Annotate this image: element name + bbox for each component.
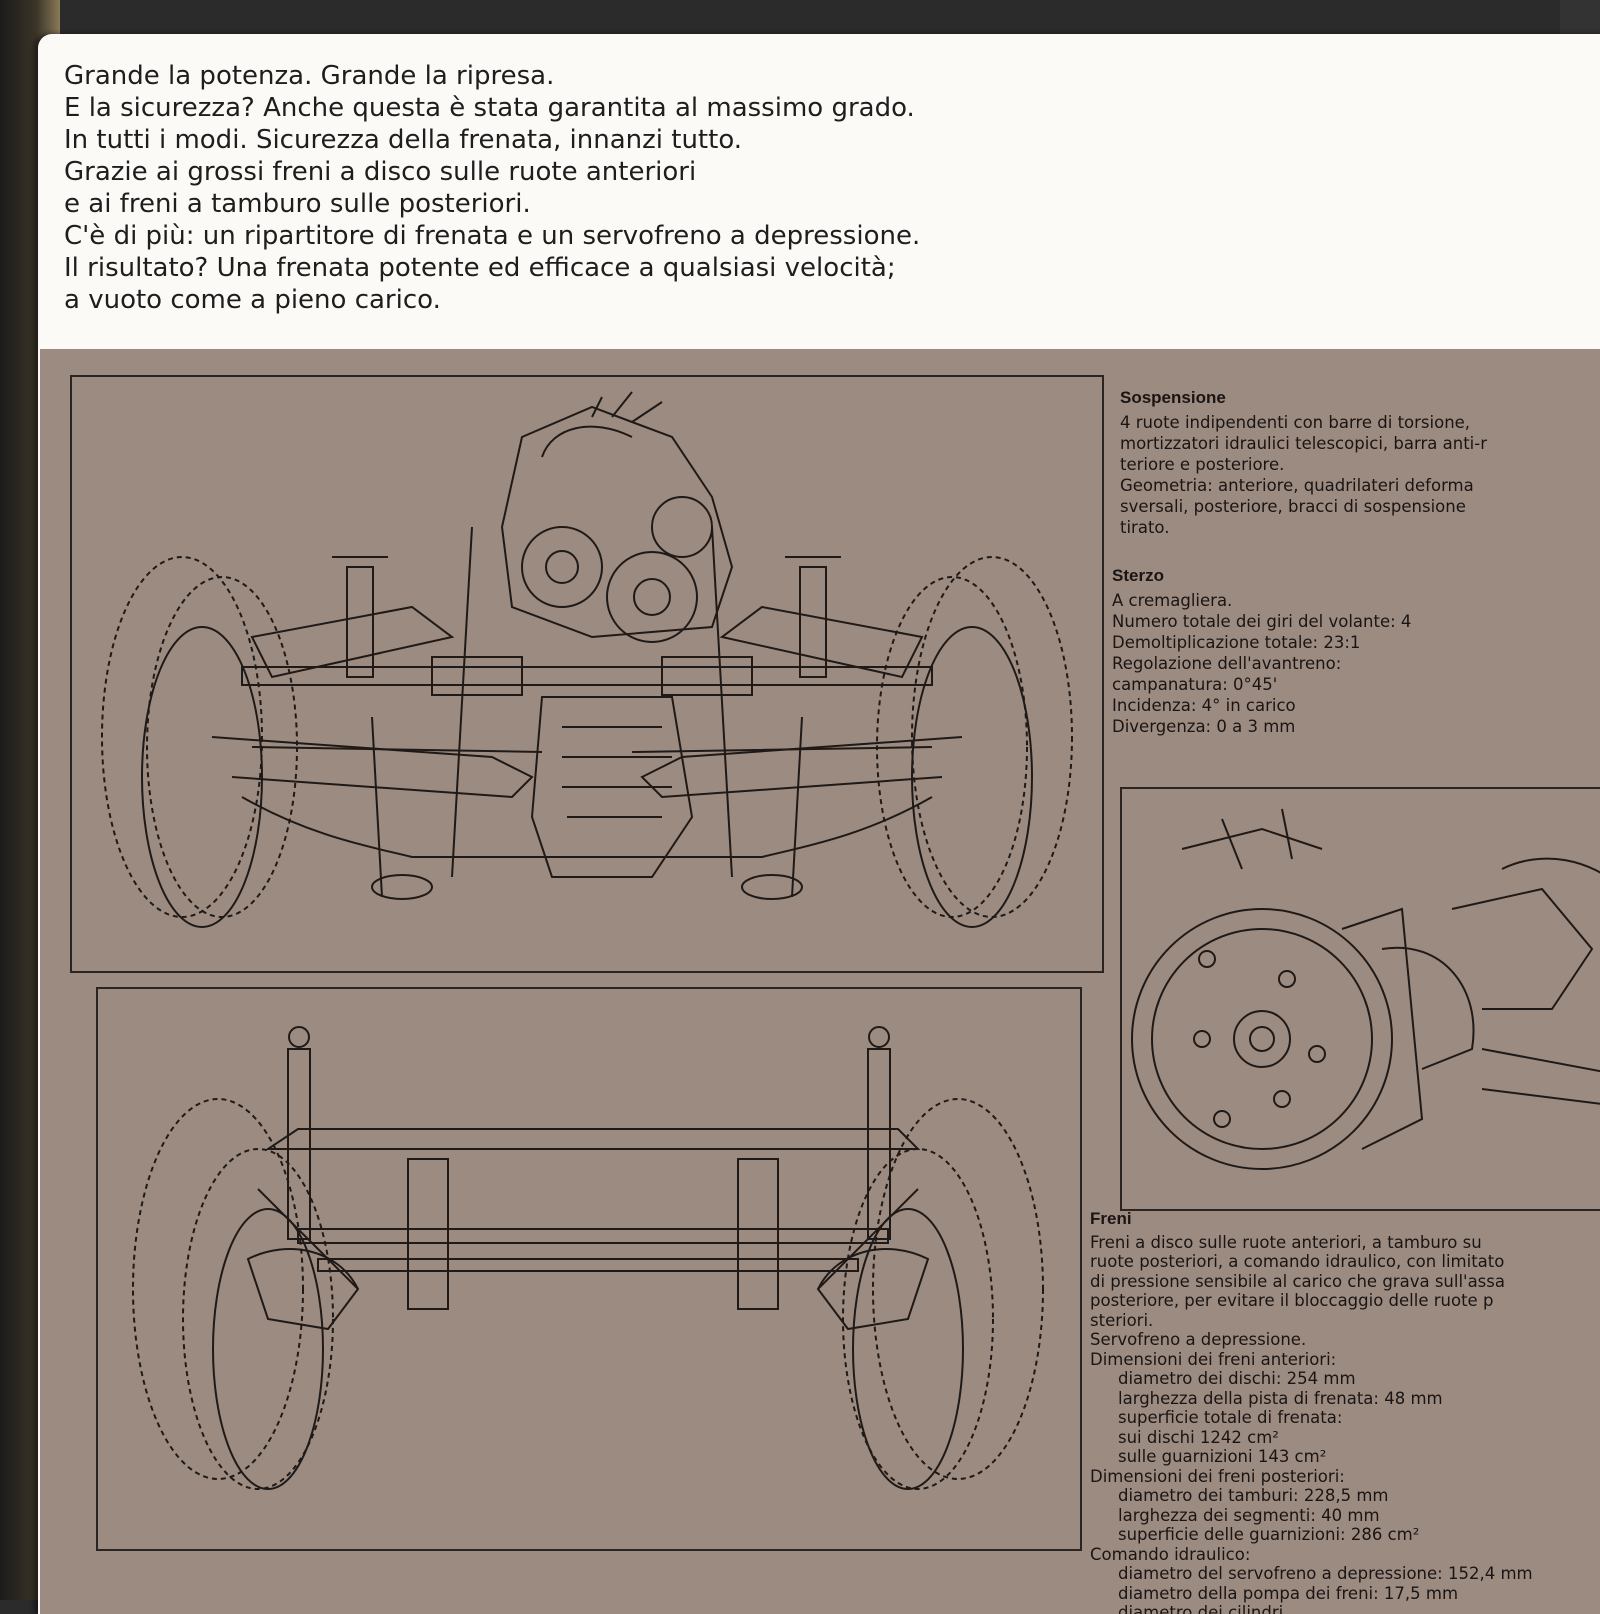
spec-line: Demoltiplicazione totale: 23:1 — [1112, 633, 1361, 652]
freni-title: Freni — [1090, 1209, 1132, 1228]
rear-suspension-drawing — [132, 1026, 1044, 1490]
rear-suspension-illustration — [96, 987, 1082, 1551]
spec-sospensione: Sospensione 4 ruote indipendenti con bar… — [1120, 387, 1487, 538]
spec-line: teriore e posteriore. — [1120, 455, 1285, 474]
intro-line: a vuoto come a pieno carico. — [64, 285, 441, 315]
spec-line: ruote posteriori, a comando idraulico, c… — [1090, 1252, 1505, 1271]
intro-line: C'è di più: un ripartitore di frenata e … — [64, 221, 921, 251]
spec-line: larghezza della pista di frenata: 48 mm — [1118, 1388, 1443, 1408]
spec-line: sversali, posteriore, bracci di sospensi… — [1120, 497, 1466, 516]
intro-line: e ai freni a tamburo sulle posteriori. — [64, 189, 531, 219]
sospensione-title: Sospensione — [1120, 388, 1226, 407]
spec-line: Geometria: anteriore, quadrilateri defor… — [1120, 476, 1474, 495]
technical-section: Sospensione 4 ruote indipendenti con bar… — [40, 349, 1600, 1614]
spec-line: Dimensioni dei freni anteriori: — [1090, 1349, 1337, 1369]
front-suspension-illustration — [70, 375, 1104, 973]
spec-line: larghezza dei segmenti: 40 mm — [1118, 1505, 1380, 1525]
spec-line: mortizzatori idraulici telescopici, barr… — [1120, 434, 1487, 453]
sterzo-title: Sterzo — [1112, 566, 1164, 585]
spec-line: Numero totale dei giri del volante: 4 — [1112, 612, 1412, 631]
spec-line: diametro del servofreno a depressione: 1… — [1118, 1564, 1533, 1583]
background-right — [1560, 0, 1600, 40]
spec-line: diametro dei tamburi: 228,5 mm — [1118, 1486, 1389, 1505]
disc-brake-drawing — [1131, 808, 1600, 1170]
intro-text: Grande la potenza. Grande la ripresa. E … — [64, 60, 1164, 316]
spec-line: Servofreno a depressione. — [1090, 1330, 1307, 1349]
intro-line: Il risultato? Una frenata potente ed eff… — [64, 253, 896, 283]
spec-line: Incidenza: 4° in carico — [1112, 696, 1296, 715]
spec-line: superficie totale di frenata: — [1118, 1408, 1343, 1427]
intro-line: Grande la potenza. Grande la ripresa. — [64, 61, 555, 91]
intro-line: In tutti i modi. Sicurezza della frenata… — [64, 125, 743, 155]
spec-line: diametro dei dischi: 254 mm — [1118, 1369, 1356, 1388]
spec-sterzo: Sterzo A cremagliera. Numero totale dei … — [1112, 565, 1411, 737]
spec-line: sui dischi 1242 cm² — [1118, 1427, 1279, 1447]
spec-line: A cremagliera. — [1112, 591, 1233, 610]
intro-line: E la sicurezza? Anche questa è stata gar… — [64, 93, 915, 123]
brochure-page: Grande la potenza. Grande la ripresa. E … — [38, 34, 1600, 1614]
front-suspension-drawing — [101, 391, 1073, 928]
spec-line: tirato. — [1120, 518, 1170, 537]
spec-line: 4 ruote indipendenti con barre di torsio… — [1120, 413, 1471, 432]
spec-line: diametro dei cilindri — [1118, 1603, 1284, 1614]
spec-line: Regolazione dell'avantreno: — [1112, 654, 1342, 673]
spec-line: di pressione sensibile al carico che gra… — [1090, 1271, 1505, 1291]
spec-line: campanatura: 0°45' — [1112, 675, 1278, 694]
spec-line: Freni a disco sulle ruote anteriori, a t… — [1090, 1232, 1482, 1252]
spec-line: Comando idraulico: — [1090, 1544, 1251, 1564]
spec-line: Divergenza: 0 a 3 mm — [1112, 717, 1296, 736]
spec-line: superficie delle guarnizioni: 286 cm² — [1118, 1525, 1420, 1544]
spec-line: Dimensioni dei freni posteriori: — [1090, 1466, 1345, 1486]
intro-line: Grazie ai grossi freni a disco sulle ruo… — [64, 157, 697, 187]
spec-line: steriori. — [1090, 1310, 1154, 1330]
spec-line: posteriore, per evitare il bloccaggio de… — [1090, 1291, 1494, 1310]
spec-line: sulle guarnizioni 143 cm² — [1118, 1447, 1327, 1466]
disc-brake-illustration — [1120, 787, 1600, 1211]
spec-freni: Freni Freni a disco sulle ruote anterior… — [1090, 1209, 1533, 1614]
spec-line: diametro della pompa dei freni: 17,5 mm — [1118, 1583, 1459, 1603]
